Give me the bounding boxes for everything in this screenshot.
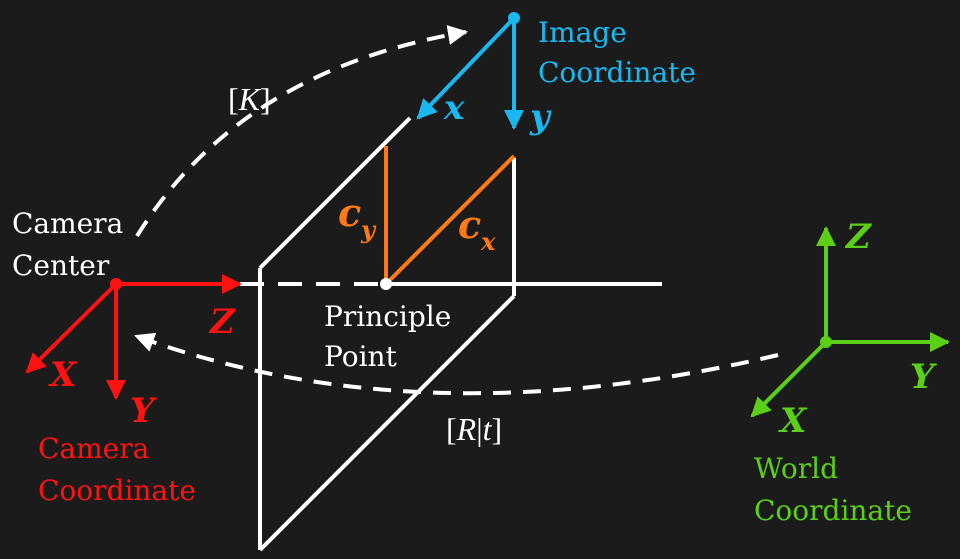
image-coordinate-axes [416, 12, 524, 130]
cy-label: cy [338, 190, 377, 244]
camera-x-axis [25, 282, 118, 374]
camera-x-label: X [48, 355, 78, 395]
extrinsic-arc [134, 332, 779, 396]
image-x-axis [416, 16, 516, 120]
world-coordinate-title: World Coordinate [754, 452, 912, 527]
camera-center-dot [110, 278, 122, 290]
cx-label: cx [458, 202, 496, 256]
world-y-label: Y [910, 357, 937, 397]
image-plane-top-edge [258, 116, 412, 270]
camera-coordinate-axes [25, 274, 242, 400]
world-x-label: X [778, 401, 808, 441]
camera-coordinate-title: Camera Coordinate [38, 432, 196, 507]
world-z-label: Z [844, 217, 872, 257]
world-origin-dot [820, 336, 832, 348]
image-plane-bottom-edge [258, 294, 516, 552]
principle-point-dot [380, 278, 392, 290]
extrinsic-label: [R|t] [446, 411, 502, 447]
image-origin-dot [508, 12, 520, 24]
image-x-label: x [443, 88, 465, 128]
world-coordinate-axes [750, 226, 950, 418]
camera-center-label: Camera Center [12, 207, 132, 282]
intrinsic-arc [135, 25, 468, 238]
world-x-axis [750, 340, 828, 418]
principle-point-label: Principle Point [324, 300, 460, 373]
image-coordinate-title: Image Coordinate [538, 16, 696, 89]
camera-z-label: Z [208, 302, 236, 342]
intrinsic-label: [K] [228, 81, 271, 117]
image-y-label: y [529, 97, 552, 137]
cx-offset-line [384, 154, 516, 286]
image-plane [258, 116, 516, 552]
camera-y-label: Y [130, 391, 157, 431]
